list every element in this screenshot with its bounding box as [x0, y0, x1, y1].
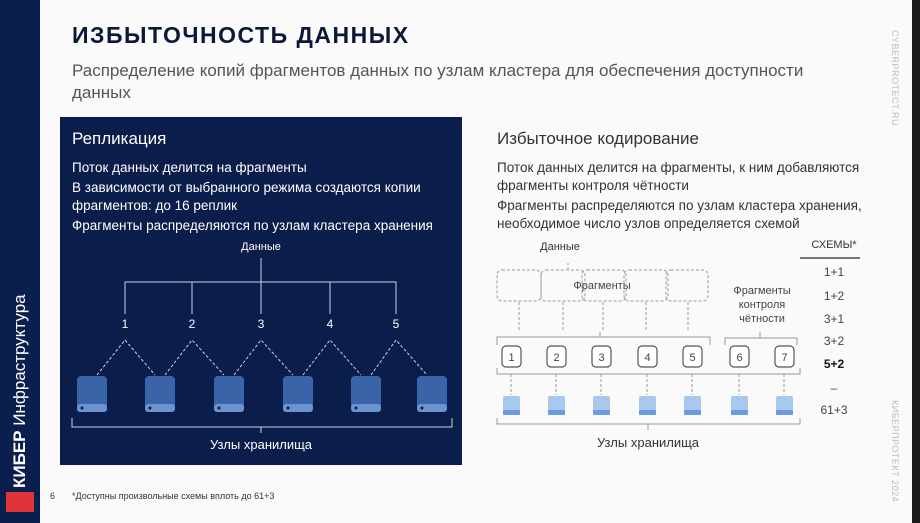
window-border — [912, 0, 920, 523]
replication-fragment-numbers: 1 2 3 4 5 — [122, 317, 400, 331]
replication-nodes-label: Узлы хранилища — [210, 437, 313, 452]
block-number: 7 — [781, 352, 787, 364]
storage-disk-icon — [417, 376, 447, 412]
replica-link — [233, 339, 294, 376]
replication-data-label: Данные — [241, 241, 281, 253]
page-title: ИЗБЫТОЧНОСТЬ ДАННЫХ — [72, 22, 410, 48]
fragment-block: 7 — [774, 345, 795, 368]
erasure-data-label: Данные — [540, 241, 580, 253]
fragment-block: 1 — [501, 345, 522, 368]
logo-badge-icon — [6, 492, 34, 512]
storage-disk-icon — [77, 376, 107, 412]
fragment-number: 5 — [393, 317, 400, 331]
erasure-title: Избыточное кодирование — [497, 129, 699, 148]
scheme-item: – — [831, 381, 838, 395]
block-number: 3 — [598, 352, 604, 364]
footnote: *Доступны произвольные схемы вплоть до 6… — [72, 491, 275, 501]
replica-link — [96, 339, 156, 376]
scheme-item: 3+2 — [824, 334, 845, 348]
storage-disk-icon — [639, 396, 656, 415]
storage-disk-icon — [731, 396, 748, 415]
storage-disk-icon — [351, 376, 381, 412]
bullet: Фрагменты распределяются по узлам класте… — [72, 218, 433, 233]
storage-disk-icon — [145, 376, 175, 412]
storage-disk-icon — [283, 376, 313, 412]
replication-title: Репликация — [72, 129, 167, 148]
schemes-header: СХЕМЫ* — [811, 239, 857, 251]
brand-sidebar — [0, 0, 40, 523]
erasure-fragments-label: Фрагменты — [573, 280, 630, 292]
replica-link — [370, 339, 428, 376]
fragment-block: 5 — [682, 345, 703, 368]
scheme-item: 1+1 — [824, 265, 845, 279]
parity-label-2: контроля — [739, 299, 786, 311]
erasure-blocks: 1 2 3 4 5 6 7 — [501, 345, 795, 415]
replication-diagram — [71, 258, 453, 433]
block-number: 5 — [689, 352, 695, 364]
fragment-block: 2 — [546, 345, 567, 368]
fragment-block: 6 — [729, 345, 750, 368]
fragment-number: 2 — [189, 317, 196, 331]
storage-disk-icon — [593, 396, 610, 415]
erasure-diagram — [496, 257, 860, 430]
erasure-bullets: Поток данных делится на фрагменты, к ним… — [497, 159, 877, 233]
fragment-number: 4 — [327, 317, 334, 331]
storage-disk-icon — [503, 396, 520, 415]
replication-disks — [77, 376, 447, 412]
page-subtitle: Распределение копий фрагментов данных по… — [72, 61, 804, 102]
fragment-block: 3 — [591, 345, 612, 368]
bullet: Фрагменты распределяются по узлам класте… — [497, 198, 862, 231]
storage-disk-icon — [548, 396, 565, 415]
block-number: 6 — [736, 352, 742, 364]
storage-disk-icon — [214, 376, 244, 412]
scheme-item: 3+1 — [824, 312, 845, 326]
storage-disk-icon — [684, 396, 701, 415]
block-number: 2 — [553, 352, 559, 364]
block-number: 1 — [508, 352, 514, 364]
parity-label-1: Фрагменты — [733, 285, 790, 297]
replica-link — [164, 339, 225, 376]
block-number: 4 — [644, 352, 650, 364]
schemes-list: 1+1 1+2 3+1 3+2 5+2 – 61+3 — [820, 265, 847, 417]
scheme-item: 61+3 — [820, 403, 847, 417]
bullet: Поток данных делится на фрагменты — [72, 160, 307, 175]
replica-link — [302, 339, 362, 376]
erasure-nodes-label: Узлы хранилища — [597, 435, 700, 450]
scheme-item: 5+2 — [824, 357, 845, 371]
parity-label-3: чётности — [739, 313, 785, 325]
bullet: В зависимости от выбранного режима созда… — [72, 180, 421, 213]
fragment-number: 1 — [122, 317, 129, 331]
fragment-number: 3 — [258, 317, 265, 331]
scheme-item: 1+2 — [824, 289, 845, 303]
fragment-block: 4 — [637, 345, 658, 368]
page-number: 6 — [50, 491, 56, 501]
bullet: Поток данных делится на фрагменты, к ним… — [497, 160, 860, 193]
storage-disk-icon — [776, 396, 793, 415]
replication-bullets: Поток данных делится на фрагменты В зави… — [72, 159, 452, 235]
